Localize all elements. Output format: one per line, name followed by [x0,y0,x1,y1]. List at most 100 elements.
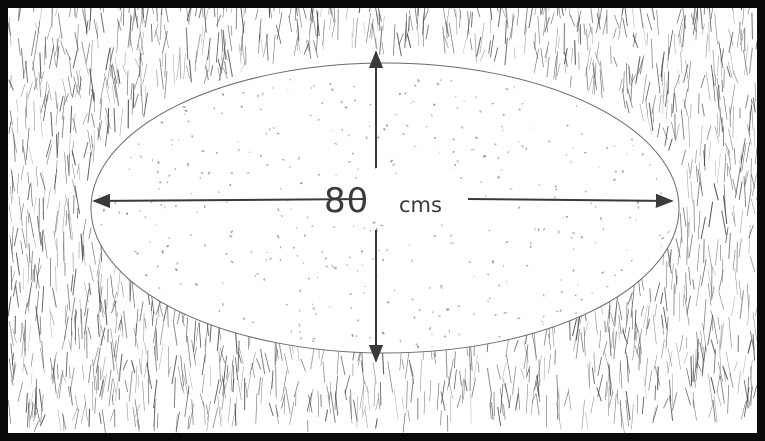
grass-blade [73,408,78,421]
grass-blade [367,387,370,411]
grass-blade [724,96,727,119]
grass-blade [120,8,122,10]
grass-blade [700,8,702,29]
grass-blade [531,386,534,415]
grass-blade [474,355,478,380]
grass-blade [151,8,154,14]
grass-blade [700,125,702,156]
grass-blade [338,9,339,40]
grass-blade [189,60,191,83]
grass-blade [135,58,140,68]
grass-blade [513,366,516,395]
grass-blade [355,18,357,49]
grass-blade [100,77,105,104]
grass-blade [620,79,623,91]
grass-blade [609,387,610,416]
grass-blade [688,61,691,92]
grass-blade [715,161,716,176]
grass-blade [555,27,558,54]
grass-blade [696,150,697,163]
grass-blade [160,12,161,40]
grass-blade [102,357,106,380]
grass-blade [37,408,40,421]
grass-blade [216,32,218,63]
grass-blade [426,8,428,9]
grass-blade [642,397,644,415]
grass-blade [732,212,736,227]
grass-blade [672,393,677,411]
grass-blade [463,41,466,54]
grass-blade [680,34,683,53]
grass-blade [632,8,634,28]
grass-blade [134,94,138,108]
grass-blade [589,57,592,71]
grass-blade [136,366,137,393]
grass-blade [557,8,561,18]
grass-blade [720,358,721,379]
grass-blade [751,159,752,190]
grass-blade [33,234,36,247]
grass-blade [31,251,32,281]
grass-blade [208,38,211,60]
grass-blade [676,269,677,285]
grass-blade [79,328,80,350]
measurement-unit: cms [399,193,442,217]
grass-blade [117,269,120,297]
grass-blade [162,8,163,15]
grass-blade [507,355,512,383]
grass-blade [615,15,620,28]
grass-blade [238,341,239,372]
grass-blade [95,398,96,414]
grass-blade [708,245,711,266]
grass-blade [68,76,71,95]
grass-blade [478,362,479,373]
grass-blade [756,186,757,201]
grass-blade [573,319,577,336]
grass-blade [665,126,668,146]
grass-blade [51,311,55,325]
grass-blade [10,186,11,204]
grass-blade [289,16,292,32]
grass-blade [551,12,554,24]
grass-blade [682,150,686,165]
grass-blade [516,394,519,411]
grass-blade [173,320,177,346]
grass-blade [655,304,657,317]
grass-blade [34,421,38,432]
grass-blade [298,8,302,28]
grass-blade [376,419,378,429]
grass-blade [749,225,750,254]
grass-blade [120,108,123,136]
grass-blade [329,8,334,23]
grass-blade [16,253,19,276]
grass-blade [34,101,35,131]
grass-blade [605,321,606,333]
grass-blade [542,8,545,14]
grass-blade [675,75,680,88]
grass-blade [734,361,737,371]
grass-blade [246,373,250,398]
grass-blade [612,332,613,348]
grass-blade [18,382,23,402]
grass-blade [366,13,370,43]
grass-blade [674,87,677,112]
grass-blade [541,48,544,67]
cleared-patch-illustration: 80 cms [8,8,757,433]
grass-blade [666,317,668,349]
grass-blade [549,354,551,373]
grass-blade [202,8,204,17]
grass-blade [706,34,708,57]
grass-blade [544,357,545,380]
grass-blade [202,26,203,44]
grass-blade [659,95,661,113]
grass-blade [323,19,326,46]
grass-blade [135,74,140,89]
grass-blade [11,266,12,290]
grass-blade [16,286,19,308]
grass-blade [476,8,480,17]
grass-blade [706,8,708,9]
grass-blade [56,201,60,233]
grass-blade [84,142,88,158]
grass-blade [633,332,636,361]
grass-blade [206,66,209,81]
